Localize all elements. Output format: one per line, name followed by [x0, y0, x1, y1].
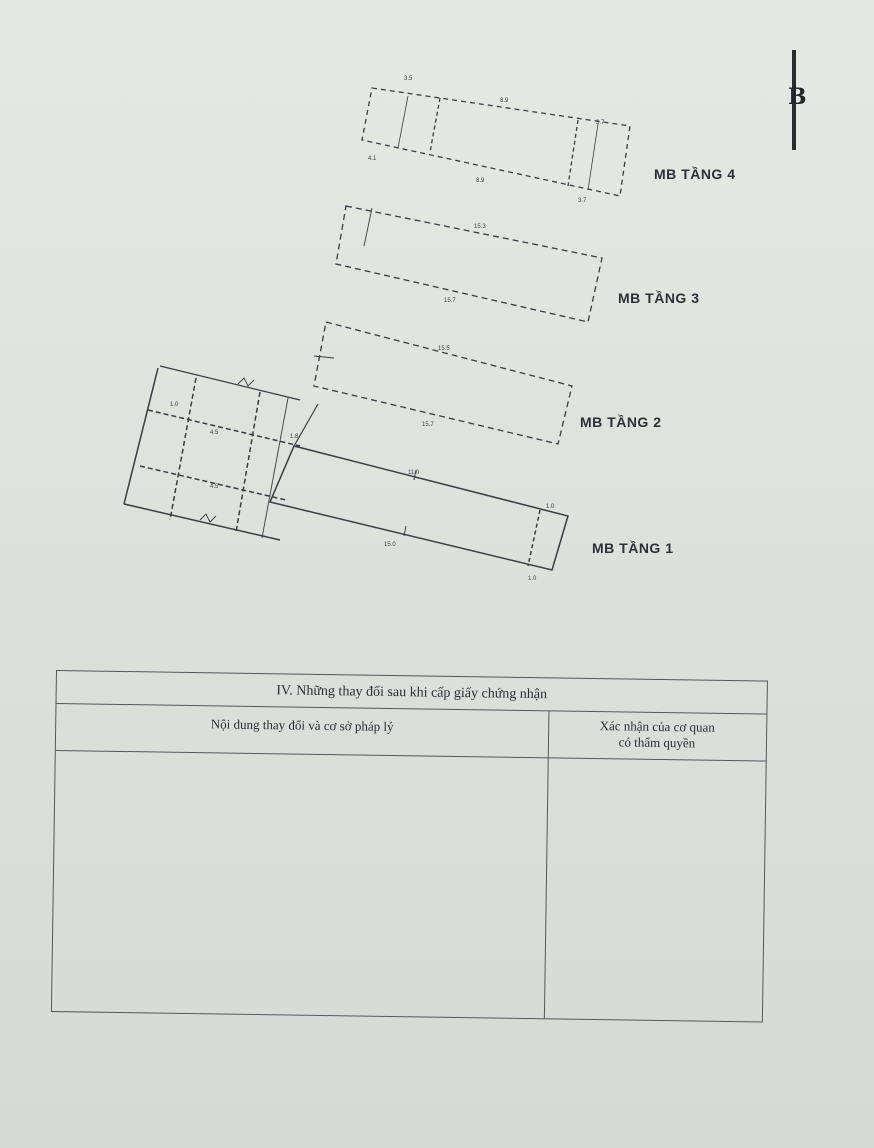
- svg-text:8.9: 8.9: [500, 98, 509, 104]
- svg-text:4.1: 4.1: [368, 156, 377, 162]
- svg-text:15.7: 15.7: [444, 298, 456, 304]
- svg-text:15.7: 15.7: [422, 422, 434, 428]
- svg-text:3.5: 3.5: [404, 76, 413, 82]
- floor-1-label: MB TẦNG 1: [592, 540, 674, 556]
- floor-3-label: MB TẦNG 3: [618, 290, 700, 306]
- svg-text:1.0: 1.0: [170, 402, 179, 408]
- page-letter: B: [788, 84, 807, 110]
- column-header-content: Nội dung thay đổi và cơ sở pháp lý: [210, 716, 394, 735]
- svg-text:8.9: 8.9: [476, 178, 485, 184]
- column-header-confirmation-line2: có thẩm quyền: [618, 734, 696, 751]
- svg-text:15.5: 15.5: [438, 346, 450, 352]
- svg-text:4.5: 4.5: [210, 430, 219, 436]
- floor-plan-3-outline: [335, 205, 603, 323]
- floor-plan-2-outline: [313, 321, 573, 445]
- dimension-marks: 3.5 8.9 3.7 8.9 3.7 4.1 15.3 15.7 15.5 1…: [170, 76, 605, 582]
- svg-text:3.7: 3.7: [578, 198, 587, 204]
- floor-plan-4-outline: [361, 87, 631, 197]
- changes-after-certificate-table: IV. Những thay đổi sau khi cấp giấy chứn…: [50, 670, 768, 1023]
- table-header-row: Nội dung thay đổi và cơ sở pháp lý Xác n…: [55, 704, 767, 762]
- page-edge-mark: [792, 50, 796, 150]
- floor-2-label: MB TẦNG 2: [580, 414, 662, 430]
- svg-text:15.0: 15.0: [384, 542, 396, 548]
- svg-text:15.3: 15.3: [474, 224, 486, 230]
- floor-4-label: MB TẦNG 4: [654, 166, 736, 182]
- svg-text:3.7: 3.7: [596, 120, 605, 126]
- svg-text:11.0: 11.0: [408, 470, 420, 476]
- svg-text:1.0: 1.0: [546, 504, 555, 510]
- floor-plan-drawing: 3.5 8.9 3.7 8.9 3.7 4.1 15.3 15.7 15.5 1…: [123, 76, 631, 582]
- svg-text:4.5: 4.5: [210, 484, 219, 490]
- floor-plan-1-outline: [123, 365, 569, 571]
- svg-text:1.0: 1.0: [528, 576, 537, 582]
- column-header-confirmation: Xác nhận của cơ quan có thẩm quyền: [552, 717, 762, 752]
- svg-text:1.8: 1.8: [290, 434, 299, 440]
